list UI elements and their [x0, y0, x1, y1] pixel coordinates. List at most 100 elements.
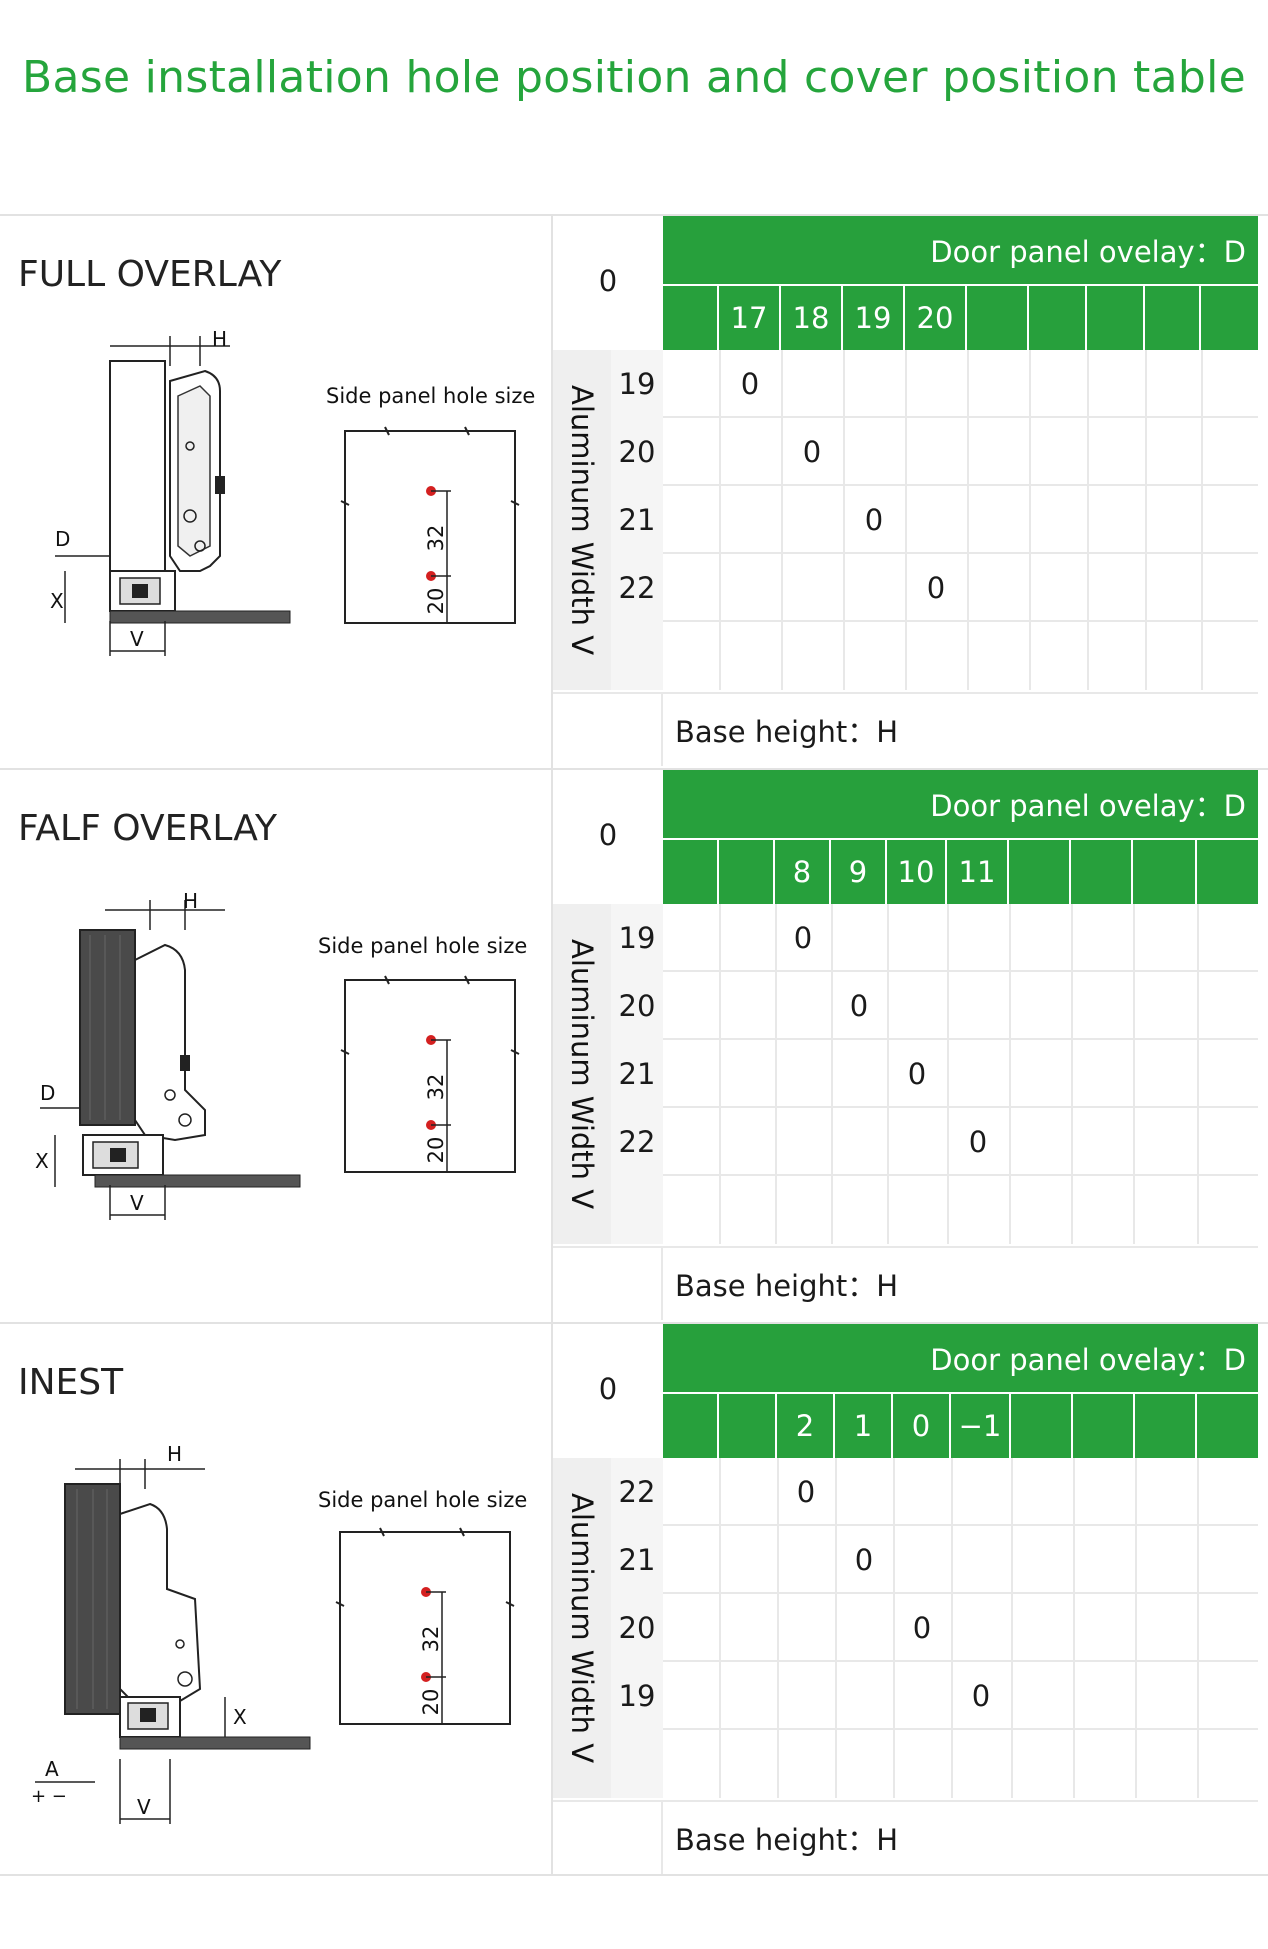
column-header — [663, 1394, 719, 1458]
dim-plus-minus-label: + − — [31, 1786, 67, 1807]
base-height-label: Base height：H — [663, 1246, 1258, 1320]
row-number: 21 — [618, 1543, 656, 1577]
hole-offset-label: 20 — [424, 1137, 448, 1164]
row-number: 19 — [618, 367, 656, 401]
column-header — [1133, 840, 1197, 904]
mark-grid: 0 0 0 0 — [663, 904, 1258, 1244]
hole-spacing-label: 32 — [419, 1626, 443, 1653]
row-number — [611, 622, 663, 690]
row-number: 20 — [618, 989, 656, 1023]
hinge-diagram-half-overlay: H D X — [35, 890, 301, 1188]
row-number-strip — [611, 1458, 663, 1798]
door-overlay-header: Door panel ovelay：D — [663, 216, 1258, 284]
grid-mark: 0 — [971, 1679, 991, 1713]
column-header — [967, 286, 1029, 350]
section-divider — [551, 1324, 553, 1874]
side-panel-hole-diagram: 32 20 — [340, 426, 520, 624]
section-title: FALF OVERLAY — [18, 808, 278, 849]
column-header — [663, 286, 719, 350]
column-header: 8 — [775, 840, 831, 904]
grid-mark: 0 — [968, 1125, 988, 1159]
axis-label: Aluminum Width V — [553, 904, 611, 1244]
row-number — [611, 1730, 663, 1798]
side-panel-hole-diagram: 32 20 — [335, 1527, 515, 1725]
grid-mark: 0 — [802, 435, 822, 469]
base-height-label: Base height：H — [663, 692, 1258, 766]
column-header: 17 — [719, 286, 781, 350]
dim-v-label: V — [130, 627, 144, 651]
dim-x-label: X — [35, 1149, 49, 1173]
section-divider — [551, 216, 553, 768]
dim-v-diagram: V — [109, 621, 166, 656]
axis-strip — [553, 904, 611, 1244]
dim-v-label: V — [130, 1191, 144, 1215]
grid-mark: 0 — [849, 989, 869, 1023]
mark-grid: 0 0 0 0 — [663, 1458, 1258, 1798]
axis-label-text: Aluminum Width V — [565, 938, 599, 1210]
column-header — [719, 840, 775, 904]
column-header: −1 — [951, 1394, 1011, 1458]
column-header-row: 8 9 10 11 — [663, 838, 1258, 904]
column-header: 0 — [893, 1394, 951, 1458]
row-number: 20 — [618, 435, 656, 469]
base-height-blank — [553, 1246, 663, 1320]
grid-mark: 0 — [912, 1611, 932, 1645]
section-inset: INEST H X A + − V Side panel hole size — [0, 1322, 1268, 1876]
column-header — [1071, 840, 1133, 904]
door-overlay-header: Door panel ovelay：D — [663, 770, 1258, 838]
column-header-row: 17 18 19 20 — [663, 284, 1258, 350]
axis-strip — [553, 350, 611, 690]
door-overlay-header: Door panel ovelay：D — [663, 1324, 1258, 1392]
page-title: Base installation hole position and cove… — [22, 52, 1246, 103]
dim-h-label: H — [167, 1442, 182, 1466]
grid-mark: 0 — [854, 1543, 874, 1577]
corner-zero: 0 — [598, 818, 618, 852]
dim-x-label: X — [50, 589, 64, 613]
section-title: INEST — [18, 1362, 124, 1403]
hinge-diagram-full-overlay: H D X — [50, 327, 291, 624]
dim-d-label: D — [40, 1081, 55, 1105]
column-header: 2 — [777, 1394, 835, 1458]
column-header: 10 — [887, 840, 947, 904]
column-header — [1009, 840, 1071, 904]
row-number: 19 — [618, 1679, 656, 1713]
row-number-strip — [611, 904, 663, 1244]
column-header-row: 2 1 0 −1 — [663, 1392, 1258, 1458]
corner-zero: 0 — [598, 1372, 618, 1406]
row-number: 19 — [618, 921, 656, 955]
grid-mark: 0 — [926, 571, 946, 605]
base-height-separator — [661, 1246, 663, 1320]
dim-x-label: X — [233, 1705, 247, 1729]
corner-zero: 0 — [598, 264, 618, 298]
column-header: 11 — [947, 840, 1009, 904]
dim-a-label: A — [45, 1757, 59, 1781]
axis-label: Aluminum Width V — [553, 1458, 611, 1798]
section-half-overlay: FALF OVERLAY H D X V Side panel hole siz… — [0, 768, 1268, 1322]
overlay-table-inset: 0 Door panel ovelay：D 2 1 0 −1 Aluminum … — [553, 1324, 1258, 1874]
dim-d-label: D — [55, 527, 70, 551]
row-number: 21 — [618, 503, 656, 537]
grid-mark: 0 — [793, 921, 813, 955]
base-height-separator — [661, 692, 663, 766]
row-number — [611, 1176, 663, 1244]
axis-strip — [553, 1458, 611, 1798]
section-full-overlay: FULL OVERLAY H D X V Side panel hole s — [0, 214, 1268, 768]
row-number: 22 — [618, 1475, 656, 1509]
row-number-strip — [611, 350, 663, 690]
column-header — [1135, 1394, 1197, 1458]
grid-mark: 0 — [907, 1057, 927, 1091]
column-header — [1197, 1394, 1258, 1458]
column-header — [1201, 286, 1258, 350]
hole-spacing-label: 32 — [424, 1074, 448, 1101]
dim-v-diagram: V — [109, 1185, 166, 1220]
base-height-separator — [661, 1800, 663, 1874]
overlay-table-half: 0 Door panel ovelay：D 8 9 10 11 Aluminum… — [553, 770, 1258, 1322]
hole-offset-label: 20 — [424, 588, 448, 615]
axis-label: Aluminum Width V — [553, 350, 611, 690]
section-divider — [551, 770, 553, 1322]
row-number: 21 — [618, 1057, 656, 1091]
column-header: 19 — [843, 286, 905, 350]
column-header — [1145, 286, 1201, 350]
column-header: 18 — [781, 286, 843, 350]
grid-mark: 0 — [740, 367, 760, 401]
